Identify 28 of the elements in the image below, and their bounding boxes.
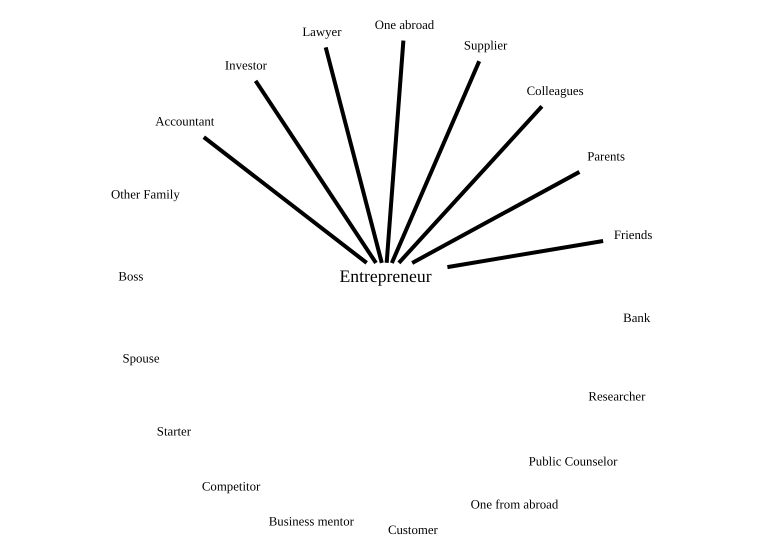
label: Bank xyxy=(622,311,650,326)
label: Competitor xyxy=(201,479,260,494)
node-text: One abroad xyxy=(374,18,434,32)
label: Starter xyxy=(156,424,191,438)
label: Customer xyxy=(387,523,438,538)
label: Researcher xyxy=(588,390,645,404)
label: Business mentor xyxy=(268,514,354,529)
label: One from abroad xyxy=(470,497,558,512)
connector xyxy=(253,80,378,264)
node-text: Friends xyxy=(613,228,652,242)
connector xyxy=(410,170,580,265)
connector xyxy=(323,46,384,264)
connector xyxy=(384,40,405,263)
label: Other Family xyxy=(110,188,180,202)
node-text: Accountant xyxy=(154,114,214,129)
node-text: Supplier xyxy=(463,38,507,53)
label: Boss xyxy=(118,270,143,284)
label: Spouse xyxy=(122,352,160,366)
node-text: Parents xyxy=(586,149,624,164)
node-text: Lawyer xyxy=(302,24,342,39)
connector xyxy=(396,105,543,264)
connector xyxy=(202,136,368,264)
connector xyxy=(446,239,603,270)
node-text: Investor xyxy=(224,58,266,72)
node-text: Colleagues xyxy=(526,84,584,98)
label: Public Counselor xyxy=(528,454,617,468)
node-text: Entrepreneur xyxy=(339,266,432,286)
connector xyxy=(389,60,481,264)
